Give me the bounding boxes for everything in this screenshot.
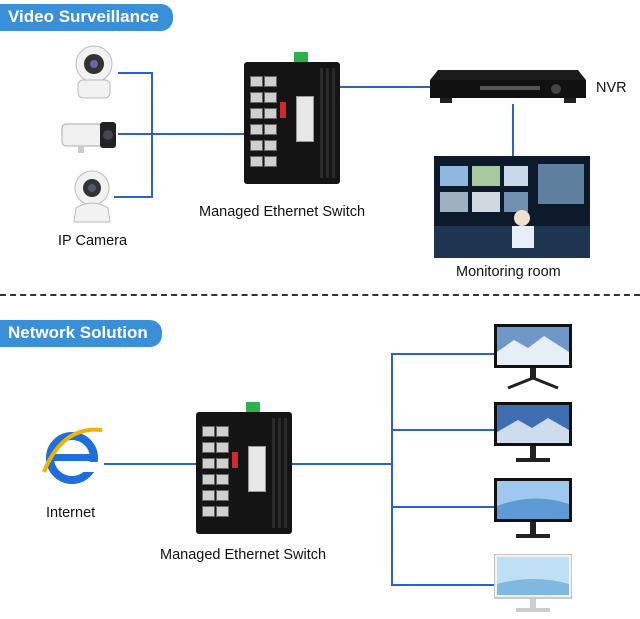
dome-camera-icon [70, 42, 118, 102]
switch-1-label: Managed Ethernet Switch [199, 204, 366, 220]
terminal-block [246, 402, 260, 412]
monitor-icon [494, 478, 572, 540]
monitor-icon [494, 322, 572, 390]
monitor-trunk [391, 353, 393, 585]
managed-switch-2 [196, 402, 292, 534]
monitor-branch-3 [391, 506, 494, 508]
section-title-video: Video Surveillance [0, 4, 173, 31]
terminal-block [294, 52, 308, 62]
camera-link-1 [118, 72, 152, 74]
monitor-branch-1 [391, 353, 494, 355]
internet-switch-link [104, 463, 196, 465]
switch-monitor-link [292, 463, 392, 465]
section-divider [0, 294, 640, 296]
monitoring-room-label: Monitoring room [456, 264, 561, 280]
camera-trunk [151, 72, 153, 198]
nvr-recorder-icon [430, 70, 586, 104]
monitor-branch-4 [391, 584, 494, 586]
device-label-plate [248, 446, 266, 492]
monitor-branch-2 [391, 429, 494, 431]
ip-camera-label: IP Camera [58, 233, 128, 249]
bullet-camera-icon [60, 118, 118, 154]
switch-2-label: Managed Ethernet Switch [160, 547, 327, 563]
camera-link-2 [118, 133, 244, 135]
nvr-label: NVR [596, 80, 627, 96]
switch-nvr-link [340, 86, 430, 88]
monitoring-room-icon [434, 156, 590, 258]
nvr-monitor-link [512, 104, 514, 156]
device-label-plate [296, 96, 314, 142]
section-title-network: Network Solution [0, 320, 162, 347]
monitor-icon [493, 553, 573, 614]
managed-switch-1 [244, 52, 340, 184]
monitor-icon [494, 402, 572, 464]
internet-label: Internet [46, 505, 96, 521]
internet-explorer-icon [42, 426, 104, 486]
camera-link-3 [114, 196, 152, 198]
ptz-camera-icon [70, 168, 114, 224]
